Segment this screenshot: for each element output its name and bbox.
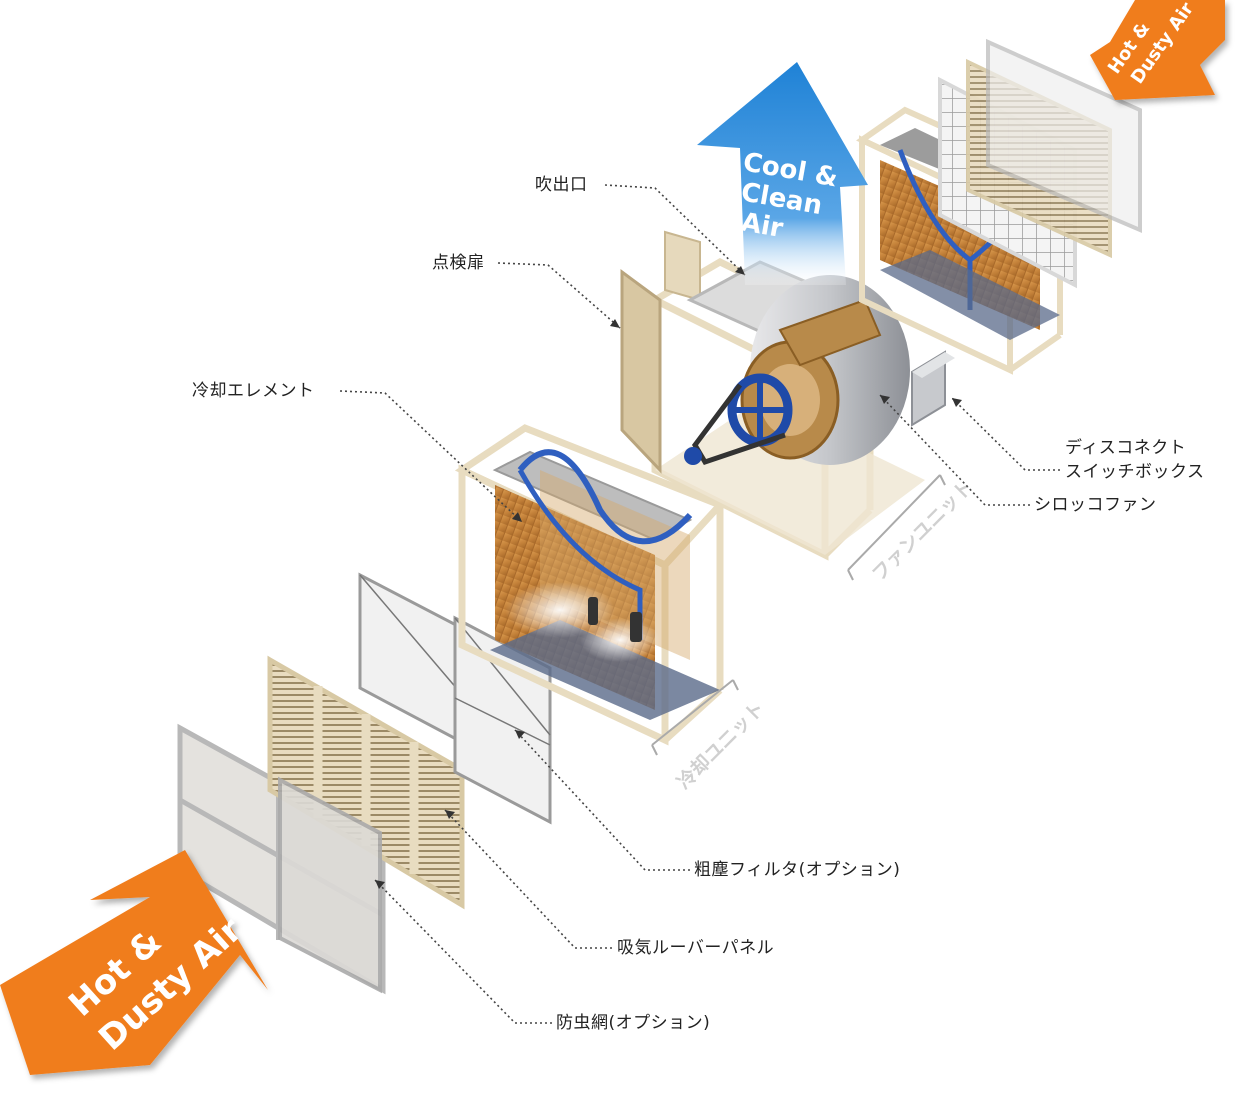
- leader-sirocco-fan: [879, 394, 1030, 506]
- callout-sirocco-fan: シロッコファン: [1034, 495, 1157, 515]
- callout-louver-panel: 吸気ルーバーパネル: [617, 938, 775, 958]
- leader-lines: [339, 184, 1060, 1024]
- leader-cooling-element: [339, 390, 523, 523]
- callout-coarse-filter: 粗塵フィルタ(オプション): [694, 860, 901, 880]
- leader-inspection-door: [497, 262, 621, 329]
- callout-disconnect-switch-box: ディスコネクト スイッチボックス: [1065, 436, 1205, 484]
- callout-outlet: 吹出口: [535, 175, 588, 195]
- water-tray: [490, 620, 720, 720]
- intake-louver-panel: [267, 655, 465, 994]
- rear-filter-panels: [938, 38, 1142, 289]
- inspection-door: [620, 269, 662, 474]
- cooling-unit-label: 冷却ユニット: [672, 697, 769, 794]
- callout-insect-screen: 防虫網(オプション): [556, 1013, 711, 1033]
- leader-outlet: [604, 184, 746, 276]
- leader-arrowheads: [375, 266, 962, 889]
- cooling-unit: [454, 424, 727, 746]
- leader-insect-screen: [374, 879, 552, 1024]
- leader-disconnect-box: [951, 397, 1060, 471]
- callout-disconnect-line1: ディスコネクト: [1065, 438, 1187, 458]
- cool-air-arrow: Cool & Clean Air: [697, 62, 868, 285]
- leader-coarse-filter: [514, 729, 690, 871]
- fan-unit: [620, 230, 955, 561]
- callout-cooling-element: 冷却エレメント: [192, 381, 315, 401]
- hot-air-arrow-small: Hot & Dusty Air: [1090, 0, 1225, 100]
- coarse-filter-panels: [358, 572, 552, 825]
- callout-inspection-door: 点検扉: [432, 253, 485, 273]
- water-pipe: [517, 449, 693, 545]
- leader-louver-panel: [444, 809, 612, 949]
- callout-disconnect-line2: スイッチボックス: [1065, 462, 1205, 482]
- cool-air-label-line3: Air: [739, 207, 786, 244]
